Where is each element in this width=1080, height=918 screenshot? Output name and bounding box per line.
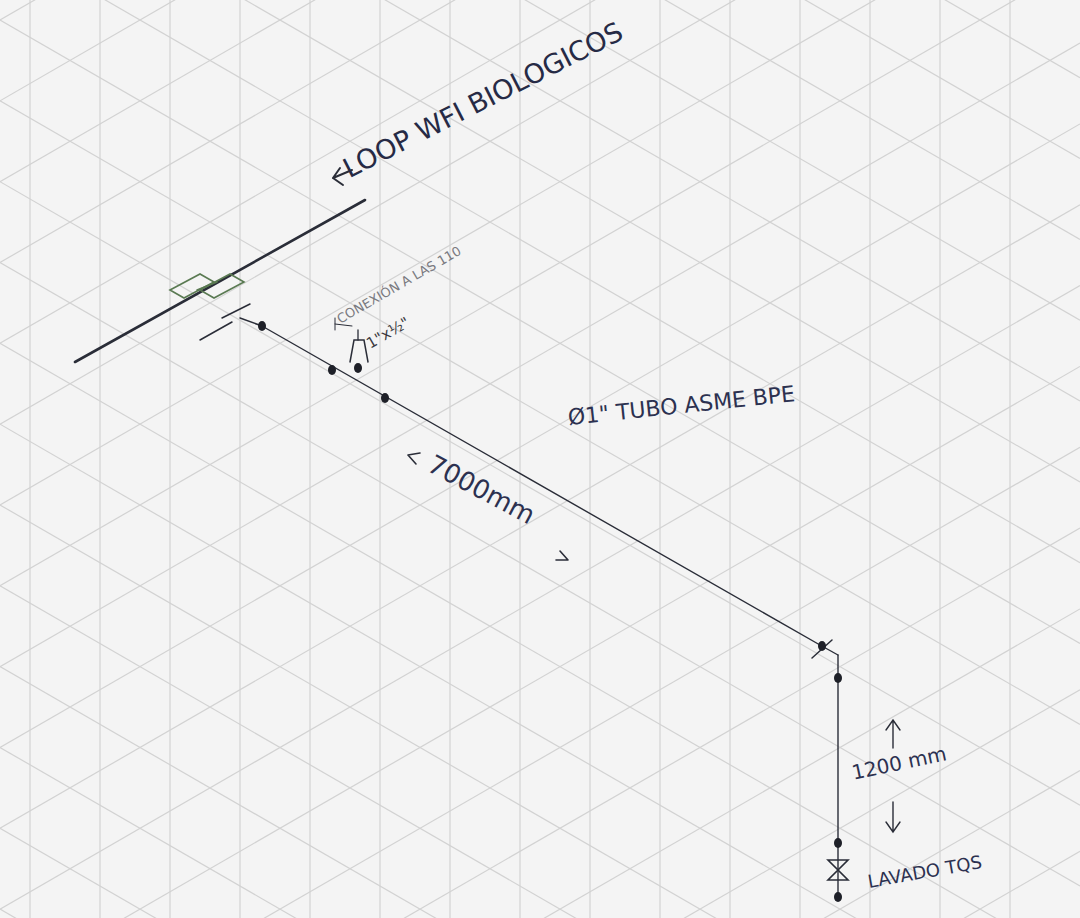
- grid-line: [1009, 0, 1010, 918]
- grid-line: [0, 0, 1080, 239]
- grid-line: [799, 0, 800, 918]
- grid-line: [0, 43, 1080, 667]
- grid-line: [0, 0, 1080, 505]
- grid-line: [0, 0, 1080, 320]
- reducer-symbol: [350, 340, 368, 362]
- pipe-vertical: [837, 655, 838, 900]
- dimension-arrow: [886, 720, 900, 748]
- loop-header: [75, 200, 365, 362]
- grid-line: [0, 0, 1080, 20]
- grid-line: [0, 366, 1080, 918]
- grid-line: [0, 667, 1080, 918]
- grid-line: [0, 343, 1080, 918]
- grid-line: [659, 0, 660, 918]
- grid-line: [99, 0, 100, 918]
- branch-stub: [357, 330, 358, 340]
- grid-line: [0, 771, 1080, 918]
- grid-line: [0, 586, 1080, 918]
- grid-line: [239, 0, 240, 918]
- grid-line: [0, 505, 1080, 918]
- grid-line: [29, 0, 30, 918]
- weld-mark: [812, 640, 832, 658]
- pipe-spec: Ø1" TUBO ASME BPE: [567, 383, 796, 429]
- grid-line: [589, 0, 590, 918]
- grid-line: [0, 0, 1080, 182]
- grid-line: [0, 0, 1080, 424]
- grid-line: [519, 0, 520, 918]
- grid-line: [0, 424, 1080, 918]
- grid-line: [0, 0, 1080, 401]
- grid-line: [0, 851, 1080, 918]
- grid-line: [0, 0, 1080, 482]
- grid-line: [0, 0, 1080, 586]
- reducer-size: 1"x½": [364, 315, 412, 351]
- dimension-label: 1200 mm: [850, 743, 948, 783]
- dimension-arrow: [408, 453, 420, 464]
- grid-line: [0, 447, 1080, 918]
- grid-line: [0, 20, 1080, 644]
- grid-line: [0, 0, 1080, 262]
- pipe-1in: [262, 326, 820, 645]
- weld-dots: [258, 321, 842, 902]
- grid-line: [0, 205, 1080, 829]
- valve-symbol: [170, 274, 244, 298]
- grid-line: [729, 0, 730, 918]
- dimension-arrow: [556, 551, 568, 560]
- grid-line: [0, 828, 1080, 918]
- connection-note: CONEXIÓN A LAS 110: [335, 244, 463, 326]
- grid-line: [869, 0, 870, 918]
- flange-mark: [222, 304, 250, 318]
- valve-tag: LAVADO TQS: [866, 853, 983, 891]
- flange-mark: [200, 322, 232, 340]
- grid-line: [0, 528, 1080, 918]
- grid-line: [0, 690, 1080, 918]
- grid-line: [0, 0, 1080, 343]
- grid-line: [0, 124, 1080, 748]
- grid-line: [309, 0, 310, 918]
- grid-line: [0, 0, 1080, 563]
- grid-line: [0, 286, 1080, 910]
- grid-line: [169, 0, 170, 918]
- valve-symbol: [828, 860, 848, 880]
- grid-line: [0, 262, 1080, 886]
- grid-line: [0, 182, 1080, 806]
- dimension-arrow: [886, 802, 900, 832]
- grid-line: [0, 101, 1080, 725]
- grid-line: [939, 0, 940, 918]
- grid-line: [0, 609, 1080, 918]
- grid-line: [0, 909, 1080, 918]
- grid-line: [0, 747, 1080, 918]
